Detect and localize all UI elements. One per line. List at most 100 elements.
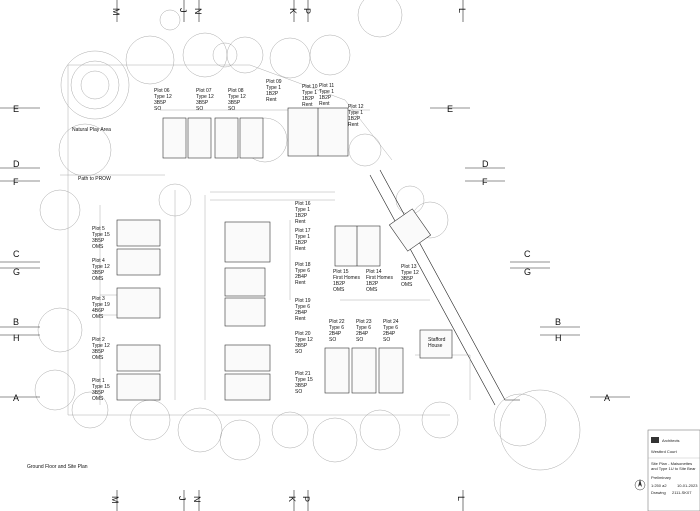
svg-text:L: L [457,8,467,13]
svg-text:H: H [555,333,562,343]
title-block: Architects Westbrd Court Site Plan - Mai… [634,429,700,511]
svg-text:L: L [456,496,466,501]
svg-text:D: D [482,159,489,169]
svg-text:M: M [110,496,120,504]
svg-text:G: G [524,267,531,277]
svg-text:E: E [447,104,453,114]
drawing-scale: 1:250 a2 [651,483,667,488]
grid-col-K-bottom: K [287,490,297,511]
grid-row-A-right: A [590,393,630,403]
grid-col-J-bottom: J [177,490,187,511]
svg-text:C: C [524,249,531,259]
svg-text:H: H [13,333,20,343]
grid-row-D-left: D [0,159,40,169]
svg-text:N: N [193,8,203,15]
project-name: Westbrd Court [651,449,678,454]
svg-text:K: K [288,8,298,14]
grid-row-C-left: C [0,249,40,263]
svg-text:E: E [13,104,19,114]
building-footprints [116,107,453,401]
grid-row-G-right: G [510,267,550,277]
grid-row-E-left: E [0,104,40,114]
grid-column-markers: M J N K P L M J N K P L [110,0,467,511]
svg-text:A: A [13,393,19,403]
svg-text:D: D [13,159,20,169]
landscape-trees [34,0,581,471]
svg-text:A: A [604,393,610,403]
grid-row-B-right: B [540,317,580,328]
grid-col-P: P [302,0,312,22]
svg-text:K: K [287,496,297,502]
grid-col-N: N [193,0,203,22]
drawing-status: Preliminary [651,475,671,480]
drawing-date: 10-01-2023 [677,483,698,488]
grid-row-C-right: C [510,249,550,263]
svg-text:M: M [111,8,121,16]
grid-col-N-bottom: N [192,490,202,511]
grid-row-markers: E D F C G B H A E D F C G B H A [0,104,630,403]
svg-text:B: B [13,317,19,327]
firm-name: Architects [662,438,680,443]
svg-text:P: P [301,496,311,502]
svg-text:B: B [555,317,561,327]
north-arrow-icon [634,479,646,491]
grid-col-L-bottom: L [456,490,466,511]
grid-col-M-bottom: M [110,490,120,511]
site-boundary [60,64,520,416]
grid-row-B-left: B [0,317,40,328]
grid-col-J: J [178,0,188,22]
grid-col-K: K [288,0,298,22]
grid-row-A-left: A [0,393,40,403]
svg-text:F: F [482,177,488,187]
grid-row-F-right: F [465,177,505,187]
drawing-no-label: Drawing [651,490,666,495]
natural-play-area-label: Natural Play Area [72,127,111,133]
svg-text:P: P [302,8,312,14]
svg-text:J: J [178,8,188,13]
grid-col-M: M [111,0,121,22]
drawing-no: 2111-SK07 [672,490,692,495]
svg-text:G: G [13,267,20,277]
svg-text:N: N [192,496,202,503]
grid-col-L: L [457,0,467,22]
grid-row-H-left: H [0,333,40,343]
